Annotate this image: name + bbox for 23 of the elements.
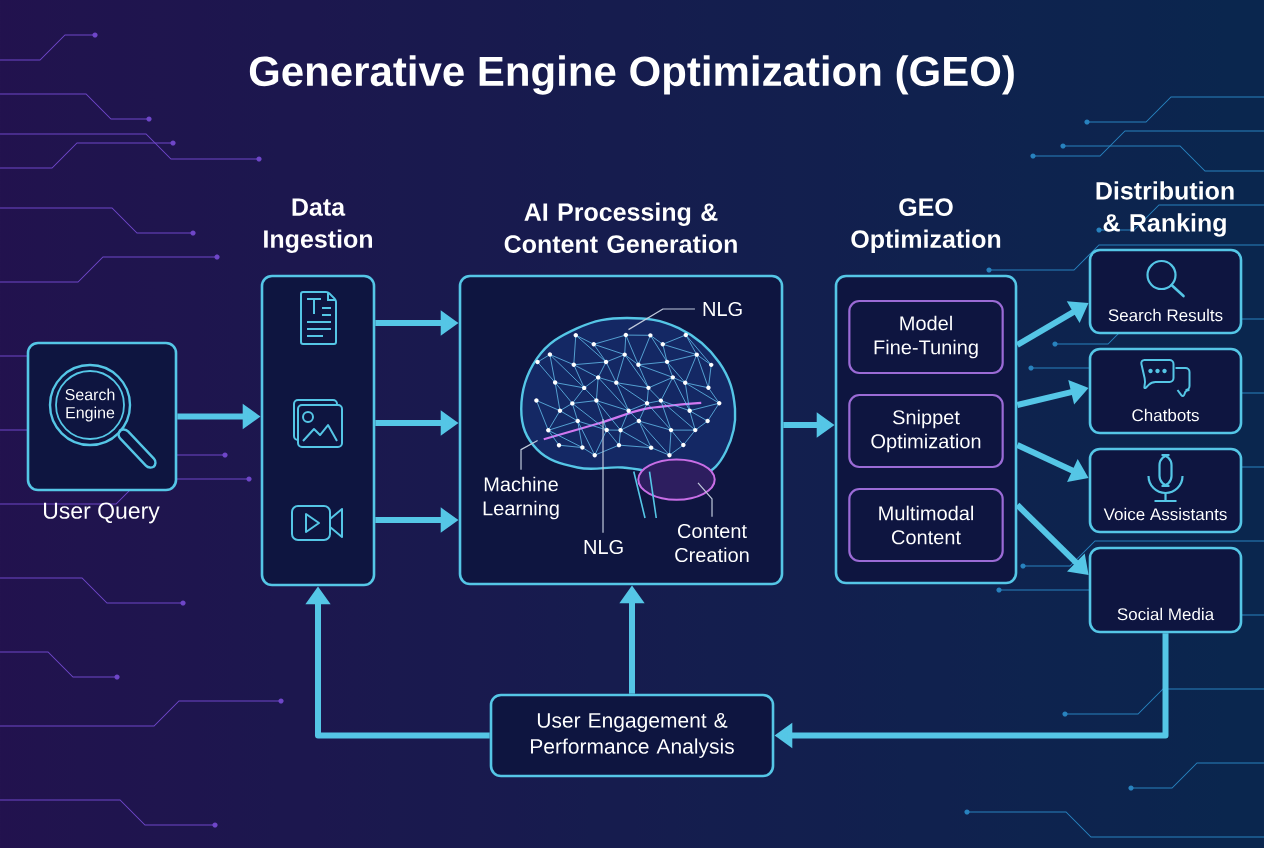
leader-line [520, 439, 539, 471]
option-box: Snippet Optimization [848, 393, 1004, 469]
option-box: Model Fine-Tuning [848, 299, 1004, 375]
leader-line [697, 482, 713, 518]
channel-box: Chatbots [1088, 347, 1243, 435]
leader-line [627, 308, 696, 331]
title: Generative Engine Optimization (GEO) [249, 55, 1014, 95]
column-heading: GEO Optimization [851, 198, 1001, 253]
column-heading: AI Processing & Content Generation [504, 202, 737, 253]
callout-label: NLG [584, 539, 623, 555]
leader-line [602, 418, 604, 534]
analysis-box: User Engagement & Performance Analysis [489, 693, 775, 778]
option-box: Multimodal Content [848, 487, 1004, 563]
channel-box: Social Media [1088, 546, 1243, 634]
channel-box: Search Results [1088, 248, 1243, 335]
query-box: Search Engine [26, 341, 178, 492]
node-label: User Query [44, 502, 160, 524]
callout-label: Machine Learning [483, 476, 559, 520]
arrow [1015, 502, 1089, 575]
channel-box: Voice Assistants [1088, 447, 1243, 534]
callout-label: NLG [703, 301, 742, 317]
column-heading: Data Ingestion [264, 198, 372, 253]
callout-label: Content Creation [675, 523, 749, 563]
